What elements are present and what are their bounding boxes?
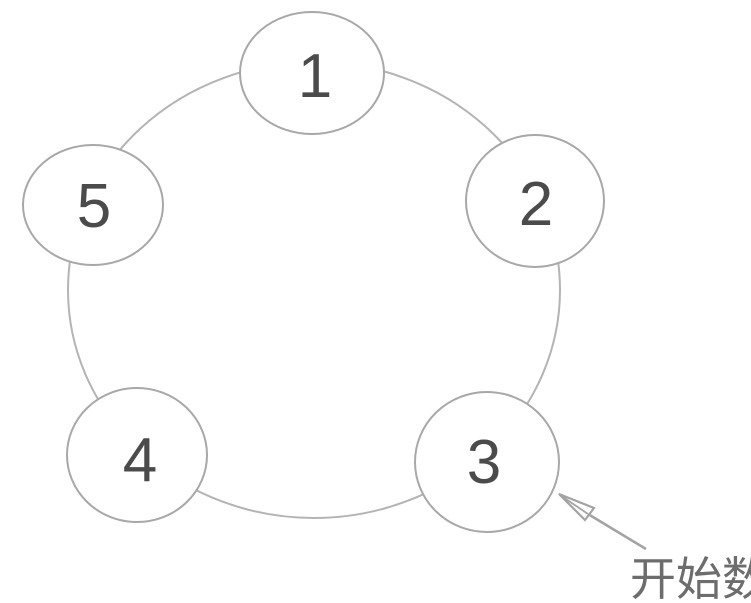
start-arrow-head-fold: [559, 494, 589, 515]
start-arrow: [558, 492, 647, 551]
start-annotation-label: 开始数: [630, 553, 751, 603]
node-label-5: 5: [77, 172, 111, 241]
node-label-1: 1: [298, 42, 332, 111]
node-3: 3: [414, 391, 560, 533]
node-label-3: 3: [467, 428, 501, 497]
node-2: 2: [465, 134, 605, 268]
node-circle-3: [414, 391, 560, 533]
node-label-4: 4: [123, 426, 157, 495]
start-arrow-tail: [587, 512, 647, 551]
node-circle-5: [22, 144, 164, 266]
node-5: 5: [22, 144, 164, 266]
node-circle-2: [465, 134, 605, 268]
node-circle-1: [239, 11, 385, 135]
node-label-2: 2: [519, 170, 553, 239]
node-1: 1: [239, 11, 385, 135]
node-4: 4: [66, 387, 208, 523]
node-circle-4: [66, 387, 208, 523]
